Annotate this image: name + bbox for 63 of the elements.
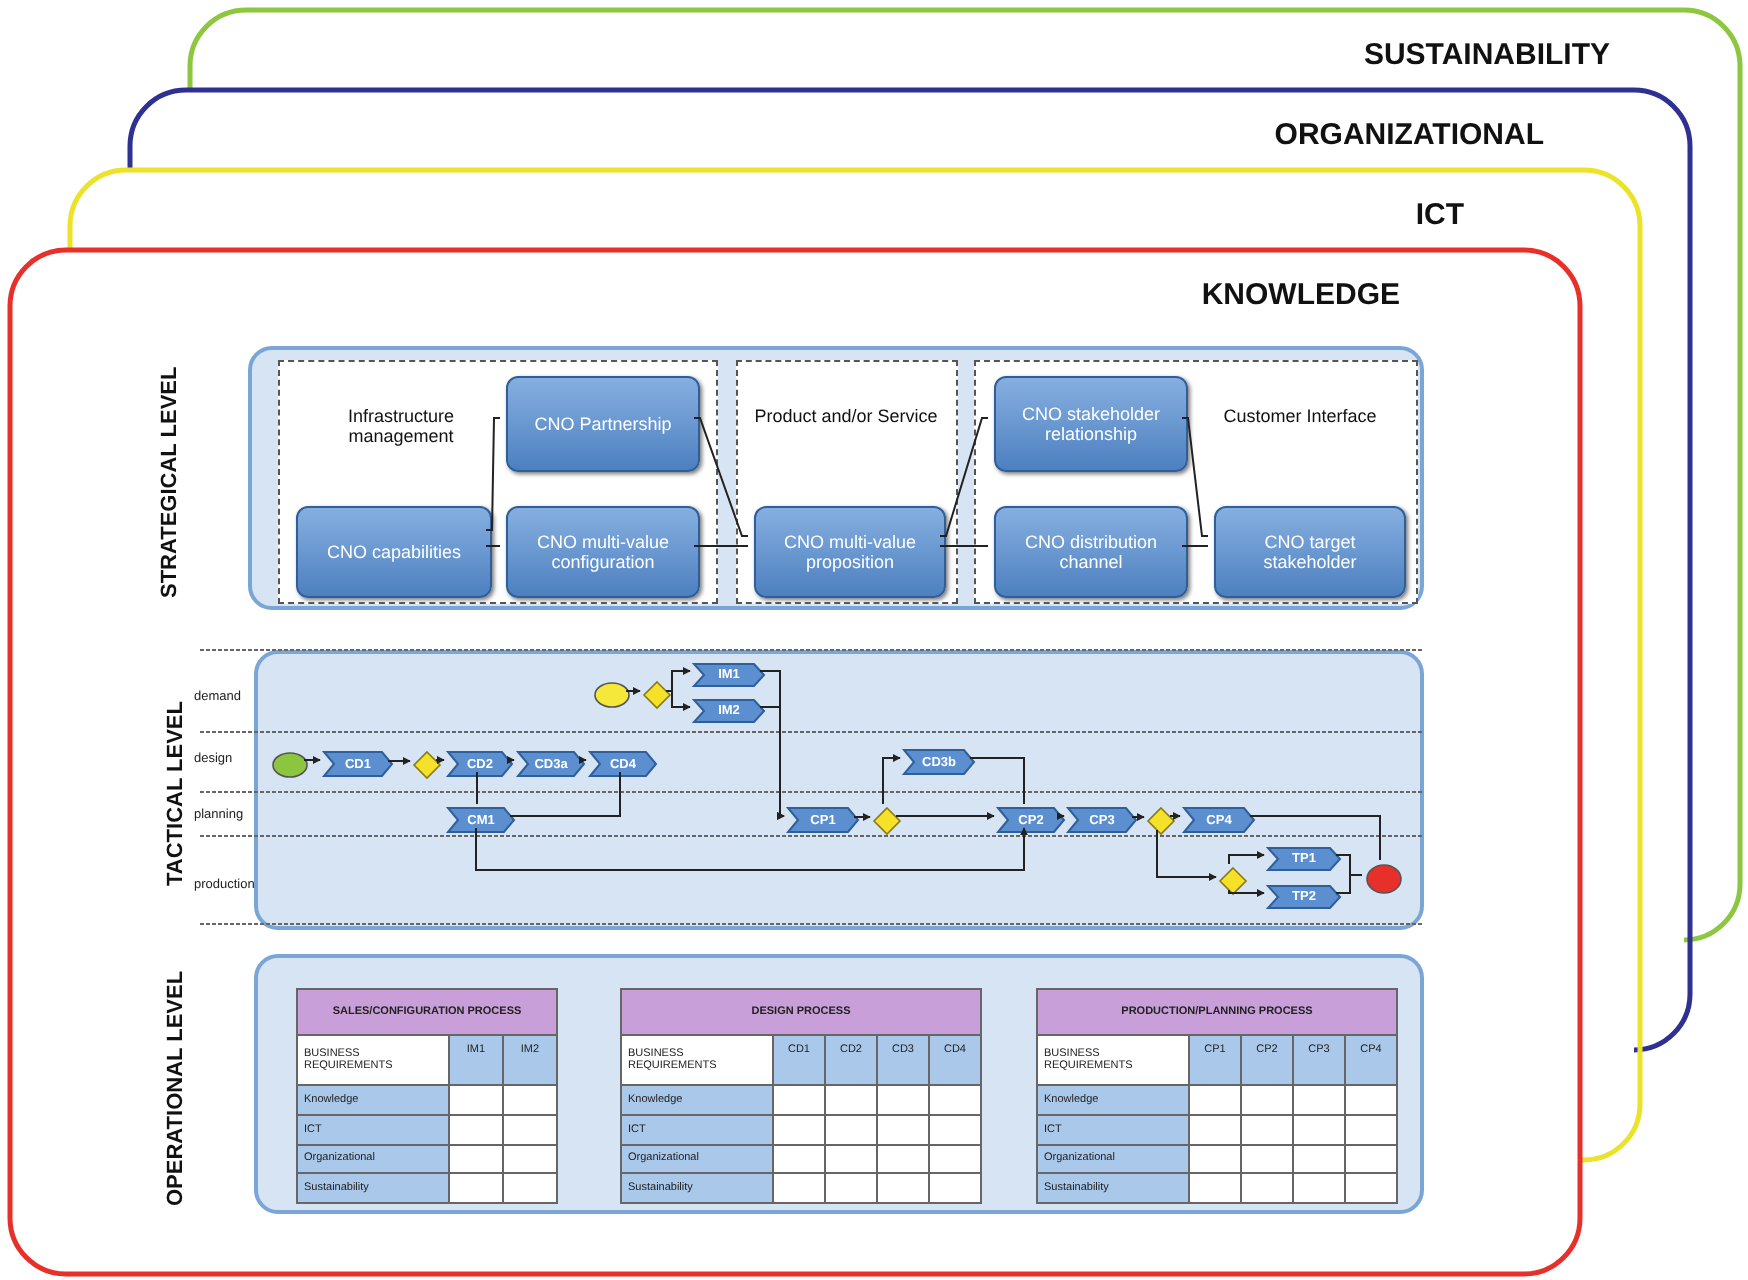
flow-arrow	[1056, 812, 1065, 820]
connector-line	[693, 545, 749, 547]
flow-arrow	[1156, 829, 1217, 881]
flow-arrow	[1169, 812, 1181, 820]
flow-arrow	[895, 812, 995, 820]
flow-arrow	[853, 813, 871, 821]
connector-line	[476, 771, 478, 805]
gateway-diamond	[1148, 808, 1174, 834]
flow-arrow	[435, 756, 445, 764]
requirements-table	[1036, 988, 1398, 1204]
gateway-diamond	[644, 682, 670, 708]
process-box: CNO capabilities	[296, 506, 492, 598]
group-title: Infrastructure management	[345, 406, 457, 446]
connector-line	[485, 417, 501, 531]
connector-line	[1181, 545, 1209, 547]
layer-title: ORGANIZATIONAL	[1274, 118, 1544, 152]
start-event-circle	[272, 752, 308, 778]
process-box: CNO multi-value proposition	[754, 506, 946, 598]
process-box: CNO stakeholder relationship	[994, 376, 1188, 472]
connector-line	[693, 417, 749, 537]
connector-line	[939, 417, 989, 537]
level-label: OPERATIONAL LEVEL	[164, 968, 188, 1210]
connector-line	[969, 757, 1025, 805]
connector-line	[939, 545, 989, 547]
flow-arrow	[882, 754, 901, 805]
layer-title: KNOWLEDGE	[1201, 278, 1400, 312]
connector-line	[485, 545, 501, 547]
flow-arrow	[759, 706, 785, 820]
flow-arrow	[387, 757, 411, 765]
flow-arrow	[578, 756, 587, 764]
flow-arrow	[506, 756, 515, 764]
layer-title: SUSTAINABILITY	[1363, 38, 1610, 72]
connector-line	[1181, 417, 1209, 537]
level-label: STRATEGICAL LEVEL	[158, 364, 182, 602]
process-box: CNO multi-value configuration	[506, 506, 700, 598]
connector-line	[1335, 874, 1363, 894]
group-title: Product and/or Service	[752, 406, 940, 426]
dashed-group-frame	[974, 360, 1418, 604]
dashed-group-frame	[736, 360, 958, 604]
group-title: Customer Interface	[1221, 406, 1379, 426]
flow-arrow	[475, 827, 1028, 871]
flow-arrow	[625, 687, 641, 695]
end-event-circle	[1366, 864, 1402, 894]
process-box: CNO target stakeholder	[1214, 506, 1406, 598]
flow-arrow	[665, 690, 691, 711]
dashed-group-frame	[278, 360, 718, 604]
connector-line	[509, 771, 621, 817]
gateway-diamond	[1220, 868, 1246, 894]
flow-arrow	[1131, 813, 1145, 821]
layer-title: ICT	[1415, 198, 1464, 232]
requirements-table	[620, 988, 982, 1204]
gateway-diamond	[874, 808, 900, 834]
flow-arrow	[1228, 851, 1265, 865]
level-label: TACTICAL LEVEL	[164, 699, 188, 891]
requirements-table	[296, 988, 558, 1204]
gateway-diamond	[414, 752, 440, 778]
start-event-circle	[594, 682, 630, 708]
flow-arrow	[303, 756, 321, 764]
process-box: CNO Partnership	[506, 376, 700, 472]
flow-arrow	[1228, 889, 1265, 897]
connector-line	[1249, 815, 1381, 861]
process-box: CNO distribution channel	[994, 506, 1188, 598]
flow-arrow	[665, 667, 691, 692]
